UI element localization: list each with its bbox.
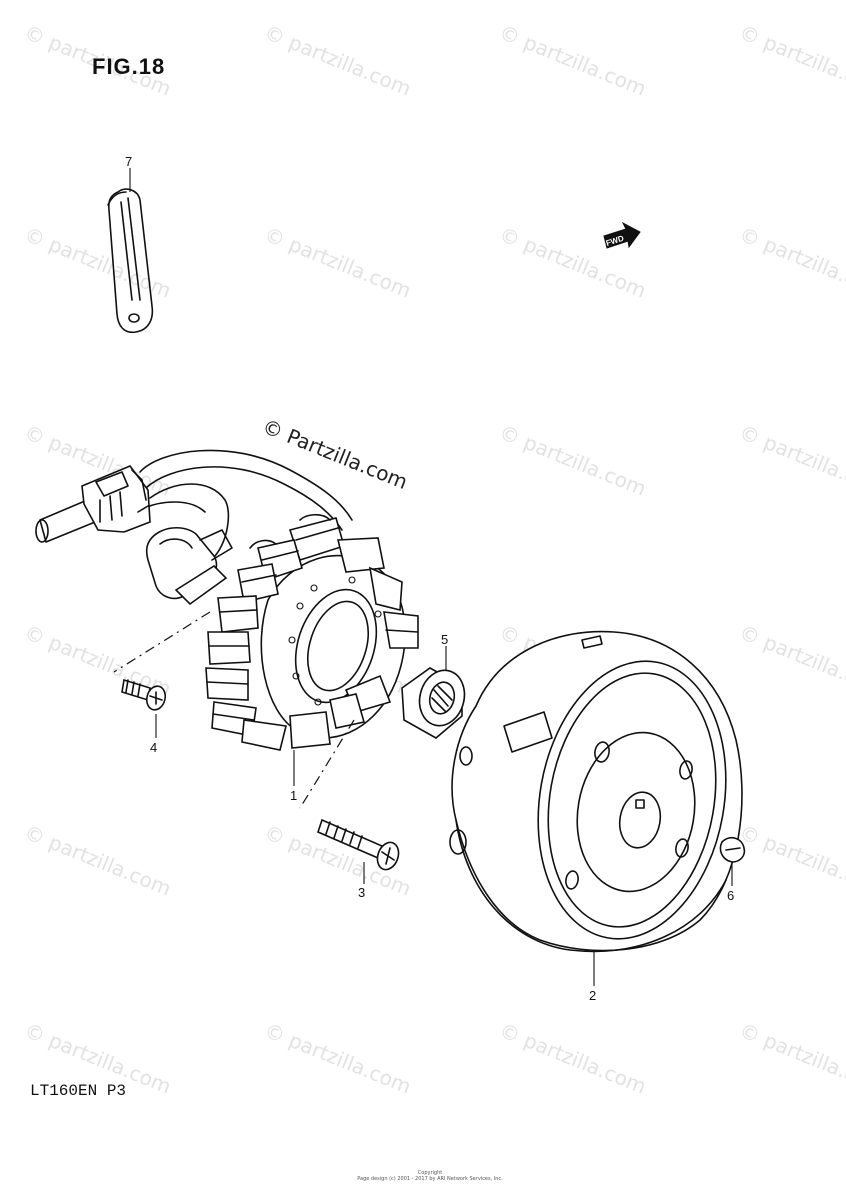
part-6-key[interactable] bbox=[719, 836, 746, 863]
center-line-3 bbox=[299, 719, 355, 809]
callout-3[interactable]: 3 bbox=[358, 885, 365, 900]
part-2-rotor[interactable] bbox=[449, 630, 747, 954]
footer-line-1: Copyright bbox=[417, 1170, 443, 1176]
model-code: LT160EN P3 bbox=[30, 1082, 127, 1100]
copyright-footer: Copyright Page design (c) 2001 - 2017 by… bbox=[340, 1170, 520, 1182]
callout-6[interactable]: 6 bbox=[727, 888, 734, 903]
wire-harness[interactable] bbox=[35, 449, 353, 557]
callout-7[interactable]: 7 bbox=[125, 154, 132, 169]
center-line-4 bbox=[113, 611, 211, 673]
pickup-coil[interactable] bbox=[145, 527, 233, 606]
part-1-stator[interactable] bbox=[205, 513, 419, 751]
callout-5[interactable]: 5 bbox=[441, 632, 448, 647]
part-5-nut[interactable] bbox=[401, 665, 470, 739]
footer-line-2: Page design (c) 2001 - 2017 by ARI Netwo… bbox=[357, 1176, 503, 1182]
fwd-arrow-marker: FWD bbox=[603, 221, 641, 249]
callout-1[interactable]: 1 bbox=[290, 788, 297, 803]
part-3-bolt[interactable] bbox=[317, 818, 402, 873]
figure-title: FIG.18 bbox=[92, 54, 166, 79]
callout-2[interactable]: 2 bbox=[589, 988, 596, 1003]
part-4-screw[interactable] bbox=[121, 678, 168, 712]
callout-4[interactable]: 4 bbox=[150, 740, 157, 755]
part-7-clamp[interactable] bbox=[107, 188, 154, 334]
